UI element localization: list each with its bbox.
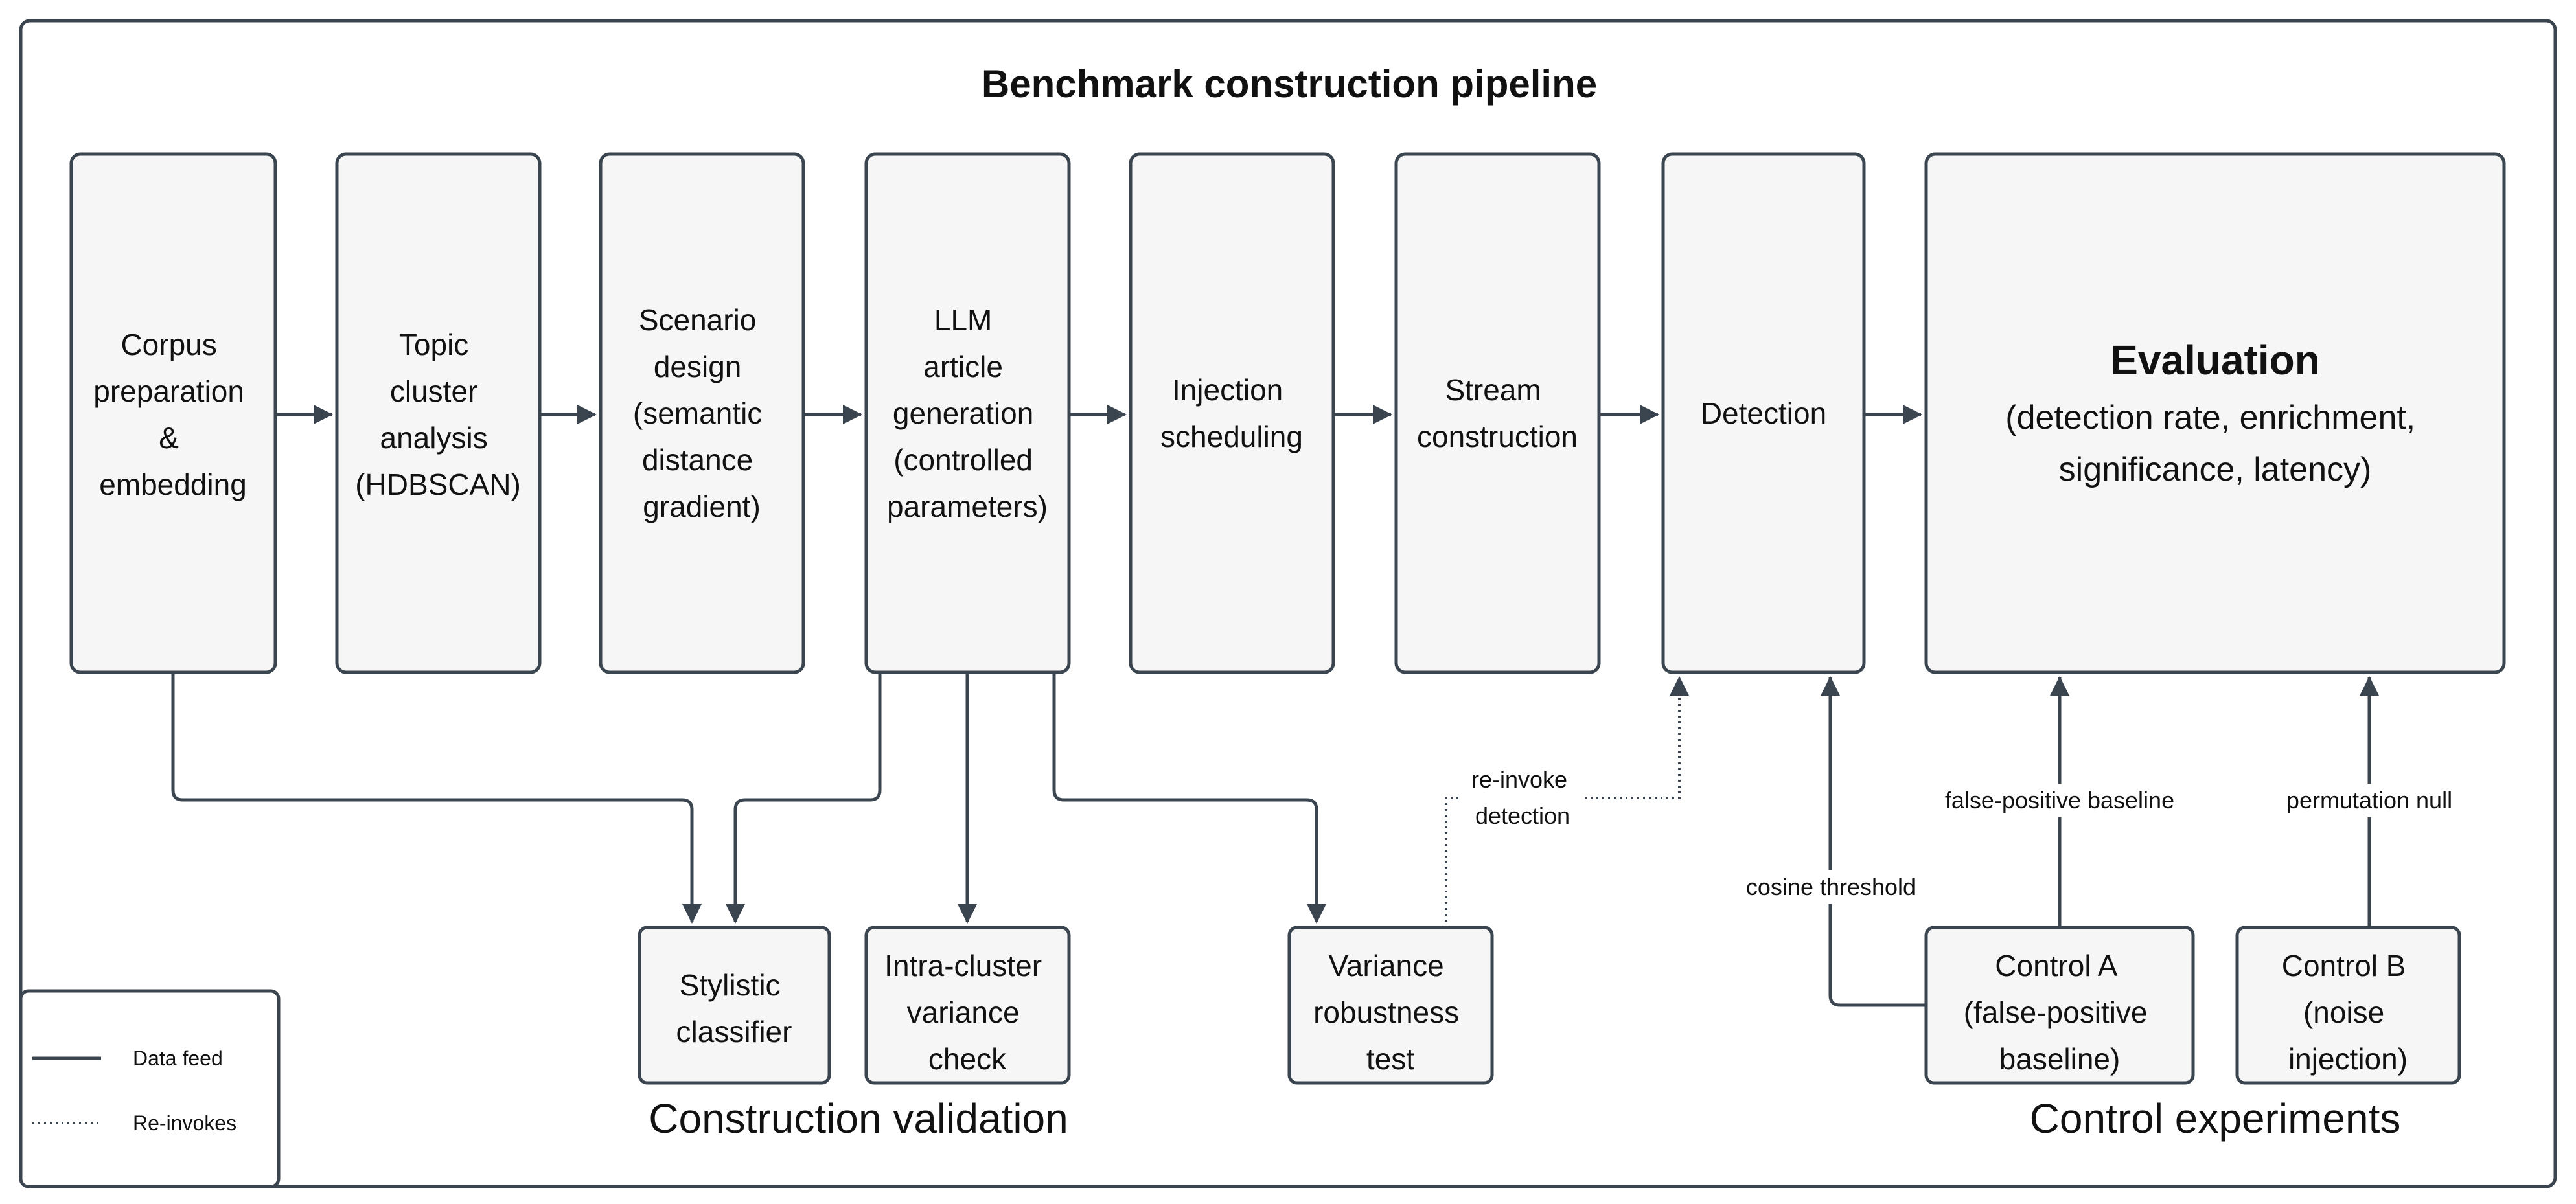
evaluation-line: (detection rate, enrichment, (2005, 399, 2415, 437)
permutation-label-bg (2265, 784, 2474, 817)
node-line: Control A (1995, 949, 2118, 983)
control-b-box: Control B (noise injection) (2235, 926, 2461, 1085)
reinvoke-label: detection (1475, 802, 1570, 829)
node-line: scheduling (1160, 420, 1303, 453)
node-line: construction (1417, 420, 1578, 453)
svg-text:(detection rate, enrichment,: (detection rate, enrichment, significanc… (2005, 399, 2424, 488)
control-a-to-detection-arrow (1821, 676, 1926, 1007)
node-line: Detection (1701, 396, 1826, 430)
node-line: & (159, 421, 179, 455)
corpus-to-stylistic-arrow (171, 672, 702, 924)
pipeline-step-stream-construction: Stream construction (1394, 152, 1601, 674)
pipeline-step-corpus-preparation: Corpus preparation & embedding (69, 152, 277, 674)
reinvoke-label-bg (1459, 763, 1582, 833)
node-line: parameters) (887, 490, 1048, 523)
node-line: Topic (399, 328, 468, 361)
node-line: robustness (1313, 995, 1459, 1029)
svg-text:Injection scheduling: Injection scheduling (1160, 373, 1303, 453)
intra-cluster-variance-box: Intra-cluster variance check (864, 926, 1071, 1085)
node-line: (false-positive (1964, 995, 2148, 1029)
legend: Data feed Re-invokes (19, 989, 281, 1188)
node-line: classifier (676, 1015, 792, 1049)
svg-text:Stylistic classifier: Stylistic classifier (676, 968, 792, 1049)
variance-robustness-box: Variance robustness test (1287, 926, 1494, 1085)
node-line: Injection (1172, 373, 1283, 407)
node-line: variance (907, 995, 1020, 1029)
node-line: article (923, 350, 1003, 383)
node-line: baseline) (1999, 1042, 2121, 1076)
pipeline-step-injection-scheduling: Injection scheduling (1129, 152, 1335, 674)
reinvoke-label: re-invoke (1471, 766, 1567, 793)
svg-text:re-invoke detection: re-invoke detection (1471, 766, 1574, 829)
evaluation-title: Evaluation (2110, 337, 2320, 383)
node-line: Control B (2282, 949, 2406, 983)
node-line: (semantic (633, 396, 762, 430)
node-line: Stylistic (680, 968, 781, 1002)
svg-text:Scenario design (s: Scenario design (semantic distance gradi… (633, 303, 770, 523)
svg-text:LLM article genera: LLM article generation (controlled param… (887, 303, 1048, 523)
legend-reinvokes-label: Re-invokes (133, 1111, 236, 1135)
node-line: Stream (1445, 373, 1541, 407)
node-line: Scenario (639, 303, 757, 337)
node-line: check (928, 1042, 1007, 1076)
permutation-null-label: permutation null (2286, 787, 2452, 813)
svg-text:Topic cluster anal: Topic cluster analysis (HDBSCAN) (355, 328, 521, 501)
pipeline-step-llm-article-generation: LLM article generation (controlled param… (864, 152, 1071, 674)
node-line: cluster (390, 374, 477, 408)
node-line: injection) (2288, 1042, 2408, 1076)
node-line: analysis (380, 421, 488, 455)
svg-text:Control A (false-positiv: Control A (false-positive baseline) (1964, 949, 2156, 1076)
node-line: (HDBSCAN) (355, 468, 521, 501)
node-line: embedding (99, 468, 247, 501)
llm-to-stylistic-arrow (726, 672, 882, 924)
legend-box (19, 989, 281, 1188)
control-a-box: Control A (false-positive baseline) (1924, 926, 2195, 1085)
false-positive-baseline-label: false-positive baseline (1945, 787, 2174, 813)
node-line: distance (642, 443, 753, 477)
svg-text:Stream construction: Stream construction (1417, 373, 1578, 453)
svg-text:Variance robustness: Variance robustness test (1313, 949, 1467, 1076)
pipeline-step-detection: Detection (1661, 152, 1866, 674)
node-line: preparation (93, 374, 244, 408)
node-line: generation (893, 396, 1033, 430)
node-line: test (1366, 1042, 1414, 1076)
node-line: (controlled (893, 443, 1033, 477)
node-line: Intra-cluster (884, 949, 1042, 983)
llm-to-variance-arrow (1052, 672, 1326, 924)
control-experiments-label: Control experiments (2030, 1095, 2401, 1142)
node-line: gradient) (643, 490, 761, 523)
construction-validation-label: Construction validation (649, 1095, 1068, 1142)
diagram-title: Benchmark construction pipeline (982, 62, 1597, 106)
pipeline-step-topic-cluster-analysis: Topic cluster analysis (HDBSCAN) (335, 152, 542, 674)
evaluation-line: significance, latency) (2059, 451, 2372, 488)
svg-text:Corpus preparation: Corpus preparation & embedding (93, 328, 253, 501)
svg-text:Detection: Detection (1701, 396, 1826, 430)
node-line: (noise (2303, 995, 2384, 1029)
false-positive-label-bg (1918, 784, 2202, 817)
node-line: design (654, 350, 742, 383)
pipeline-step-scenario-design: Scenario design (semantic distance gradi… (599, 152, 805, 674)
legend-data-feed-label: Data feed (133, 1047, 223, 1070)
cosine-label-bg (1729, 870, 1935, 904)
stylistic-classifier-box: Stylistic classifier (638, 926, 831, 1085)
cosine-threshold-label: cosine threshold (1746, 874, 1916, 900)
svg-text:Control B (noise i: Control B (noise injection) (2282, 949, 2415, 1076)
evaluation-box: Evaluation (detection rate, enrichment, … (1924, 152, 2506, 674)
svg-text:Intra-cluster variance: Intra-cluster variance check (884, 949, 1050, 1076)
node-line: Variance (1329, 949, 1444, 983)
node-line: LLM (934, 303, 992, 337)
node-line: Corpus (121, 328, 216, 361)
